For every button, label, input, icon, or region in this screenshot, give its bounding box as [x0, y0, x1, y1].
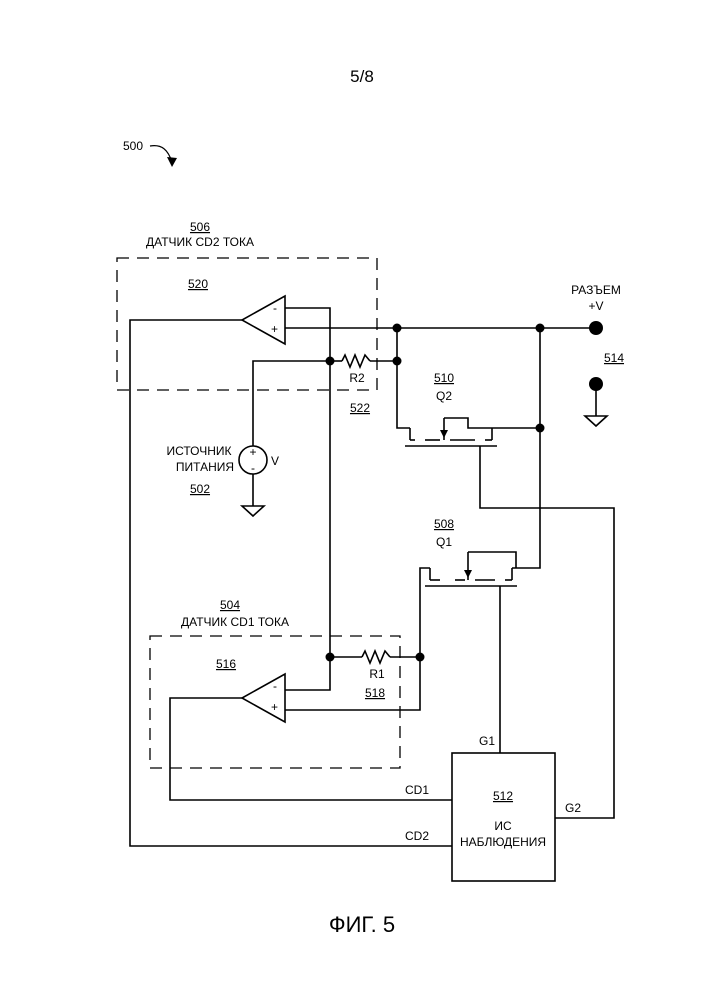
ground-symbol-connector [585, 416, 607, 426]
wire-right-bus [512, 328, 540, 568]
resistor-r2-ref: 522 [350, 401, 370, 415]
power-source-minus: - [251, 461, 255, 475]
power-source-plus: + [249, 445, 256, 459]
opamp-cd2 [242, 296, 285, 344]
wire-rail-to-q2 [397, 328, 410, 428]
wire-cd2-minus [285, 308, 330, 690]
monitor-ic-ref: 512 [493, 789, 513, 803]
monitor-ic-line1: ИС [494, 819, 512, 833]
opamp-cd2-plus: + [271, 322, 278, 336]
connector-plus-terminal [589, 321, 603, 335]
q1-name: Q1 [436, 535, 452, 549]
signal-cd2-label: CD2 [405, 829, 429, 843]
power-source-line2: ПИТАНИЯ [176, 460, 234, 474]
junction-rail-right [536, 324, 545, 333]
connector-line1: РАЗЪЕМ [571, 283, 621, 297]
sensor-cd2-boundary [117, 258, 377, 390]
transistor-q1 [425, 552, 517, 586]
figure-ref-arrowhead [167, 157, 177, 167]
wire-r2-to-source [253, 361, 330, 446]
signal-cd1-label: CD1 [405, 783, 429, 797]
ground-symbol-source [242, 506, 264, 516]
signal-g2-label: G2 [565, 801, 581, 815]
junction-r1-left [326, 653, 335, 662]
opamp-cd1-plus: + [271, 700, 278, 714]
power-source-ref: 502 [190, 482, 210, 496]
opamp-cd1 [242, 674, 285, 722]
connector-line2: +V [588, 299, 603, 313]
sensor-cd2-amp-ref: 520 [188, 277, 208, 291]
resistor-r1-ref: 518 [365, 686, 385, 700]
q2-ref: 510 [434, 371, 454, 385]
opamp-cd1-minus: - [273, 679, 277, 693]
transistor-q2 [405, 418, 497, 446]
junction-q2-source [536, 424, 545, 433]
figure-ref-label: 500 [123, 139, 143, 153]
connector-ground-ref: 514 [604, 351, 624, 365]
q1-ref: 508 [434, 517, 454, 531]
sensor-cd1-amp-ref: 516 [216, 657, 236, 671]
sensor-cd2-ref: 506 [190, 220, 210, 234]
resistor-r2-name: R2 [349, 371, 365, 385]
monitor-ic-line2: НАБЛЮДЕНИЯ [460, 835, 546, 849]
junction-rail-left [393, 324, 402, 333]
junction-r1-right [416, 653, 425, 662]
wire-q1-drain [285, 568, 430, 710]
junction-r2-right [393, 357, 402, 366]
figure-caption: ФИГ. 5 [329, 912, 395, 937]
sensor-cd1-title: ДАТЧИК CD1 ТОКА [181, 615, 289, 629]
sensor-cd1-ref: 504 [220, 598, 240, 612]
resistor-r2 [342, 355, 370, 367]
monitor-ic-box [452, 753, 555, 881]
q2-name: Q2 [436, 389, 452, 403]
resistor-r1-name: R1 [369, 667, 385, 681]
wire-cd2 [130, 320, 452, 846]
sensor-cd2-title: ДАТЧИК CD2 ТОКА [146, 235, 254, 249]
junction-r2-left [326, 357, 335, 366]
power-source-v-label: V [271, 454, 279, 468]
resistor-r1 [362, 651, 390, 663]
page-number: 5/8 [350, 67, 374, 86]
signal-g1-label: G1 [479, 734, 495, 748]
power-source-line1: ИСТОЧНИК [166, 444, 231, 458]
opamp-cd2-minus: - [273, 301, 277, 315]
